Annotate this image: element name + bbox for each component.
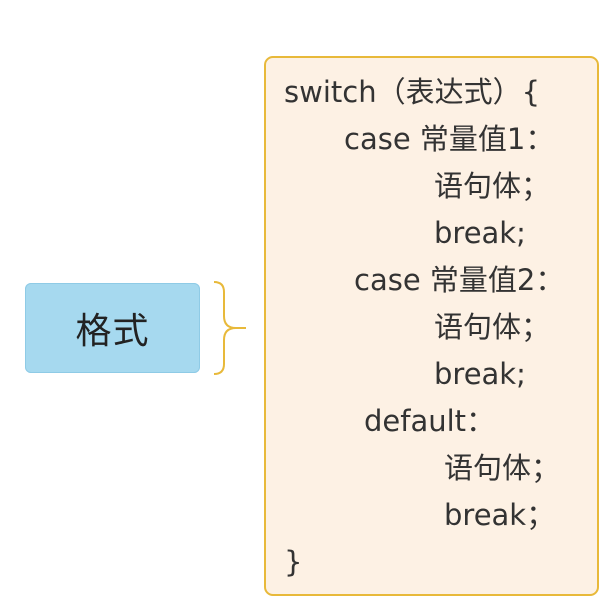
code-line: switch（表达式）{ xyxy=(284,75,541,109)
code-line: 语句体； xyxy=(444,451,561,485)
code-detail-node[interactable]: switch（表达式）{ case 常量值1： 语句体； break; case… xyxy=(264,56,599,596)
code-line: case 常量值1： xyxy=(344,122,555,156)
code-line: 语句体； xyxy=(434,310,551,344)
code-line: default： xyxy=(364,404,496,438)
root-node-label: 格式 xyxy=(75,311,150,352)
root-node-format[interactable]: 格式 xyxy=(25,283,200,373)
code-line: break； xyxy=(444,498,556,532)
code-line: break; xyxy=(434,357,526,391)
code-line: 语句体； xyxy=(434,169,551,203)
code-line: case 常量值2： xyxy=(354,263,565,297)
bracket-connector xyxy=(213,281,246,375)
code-line: } xyxy=(284,545,303,579)
code-line: break; xyxy=(434,216,526,250)
